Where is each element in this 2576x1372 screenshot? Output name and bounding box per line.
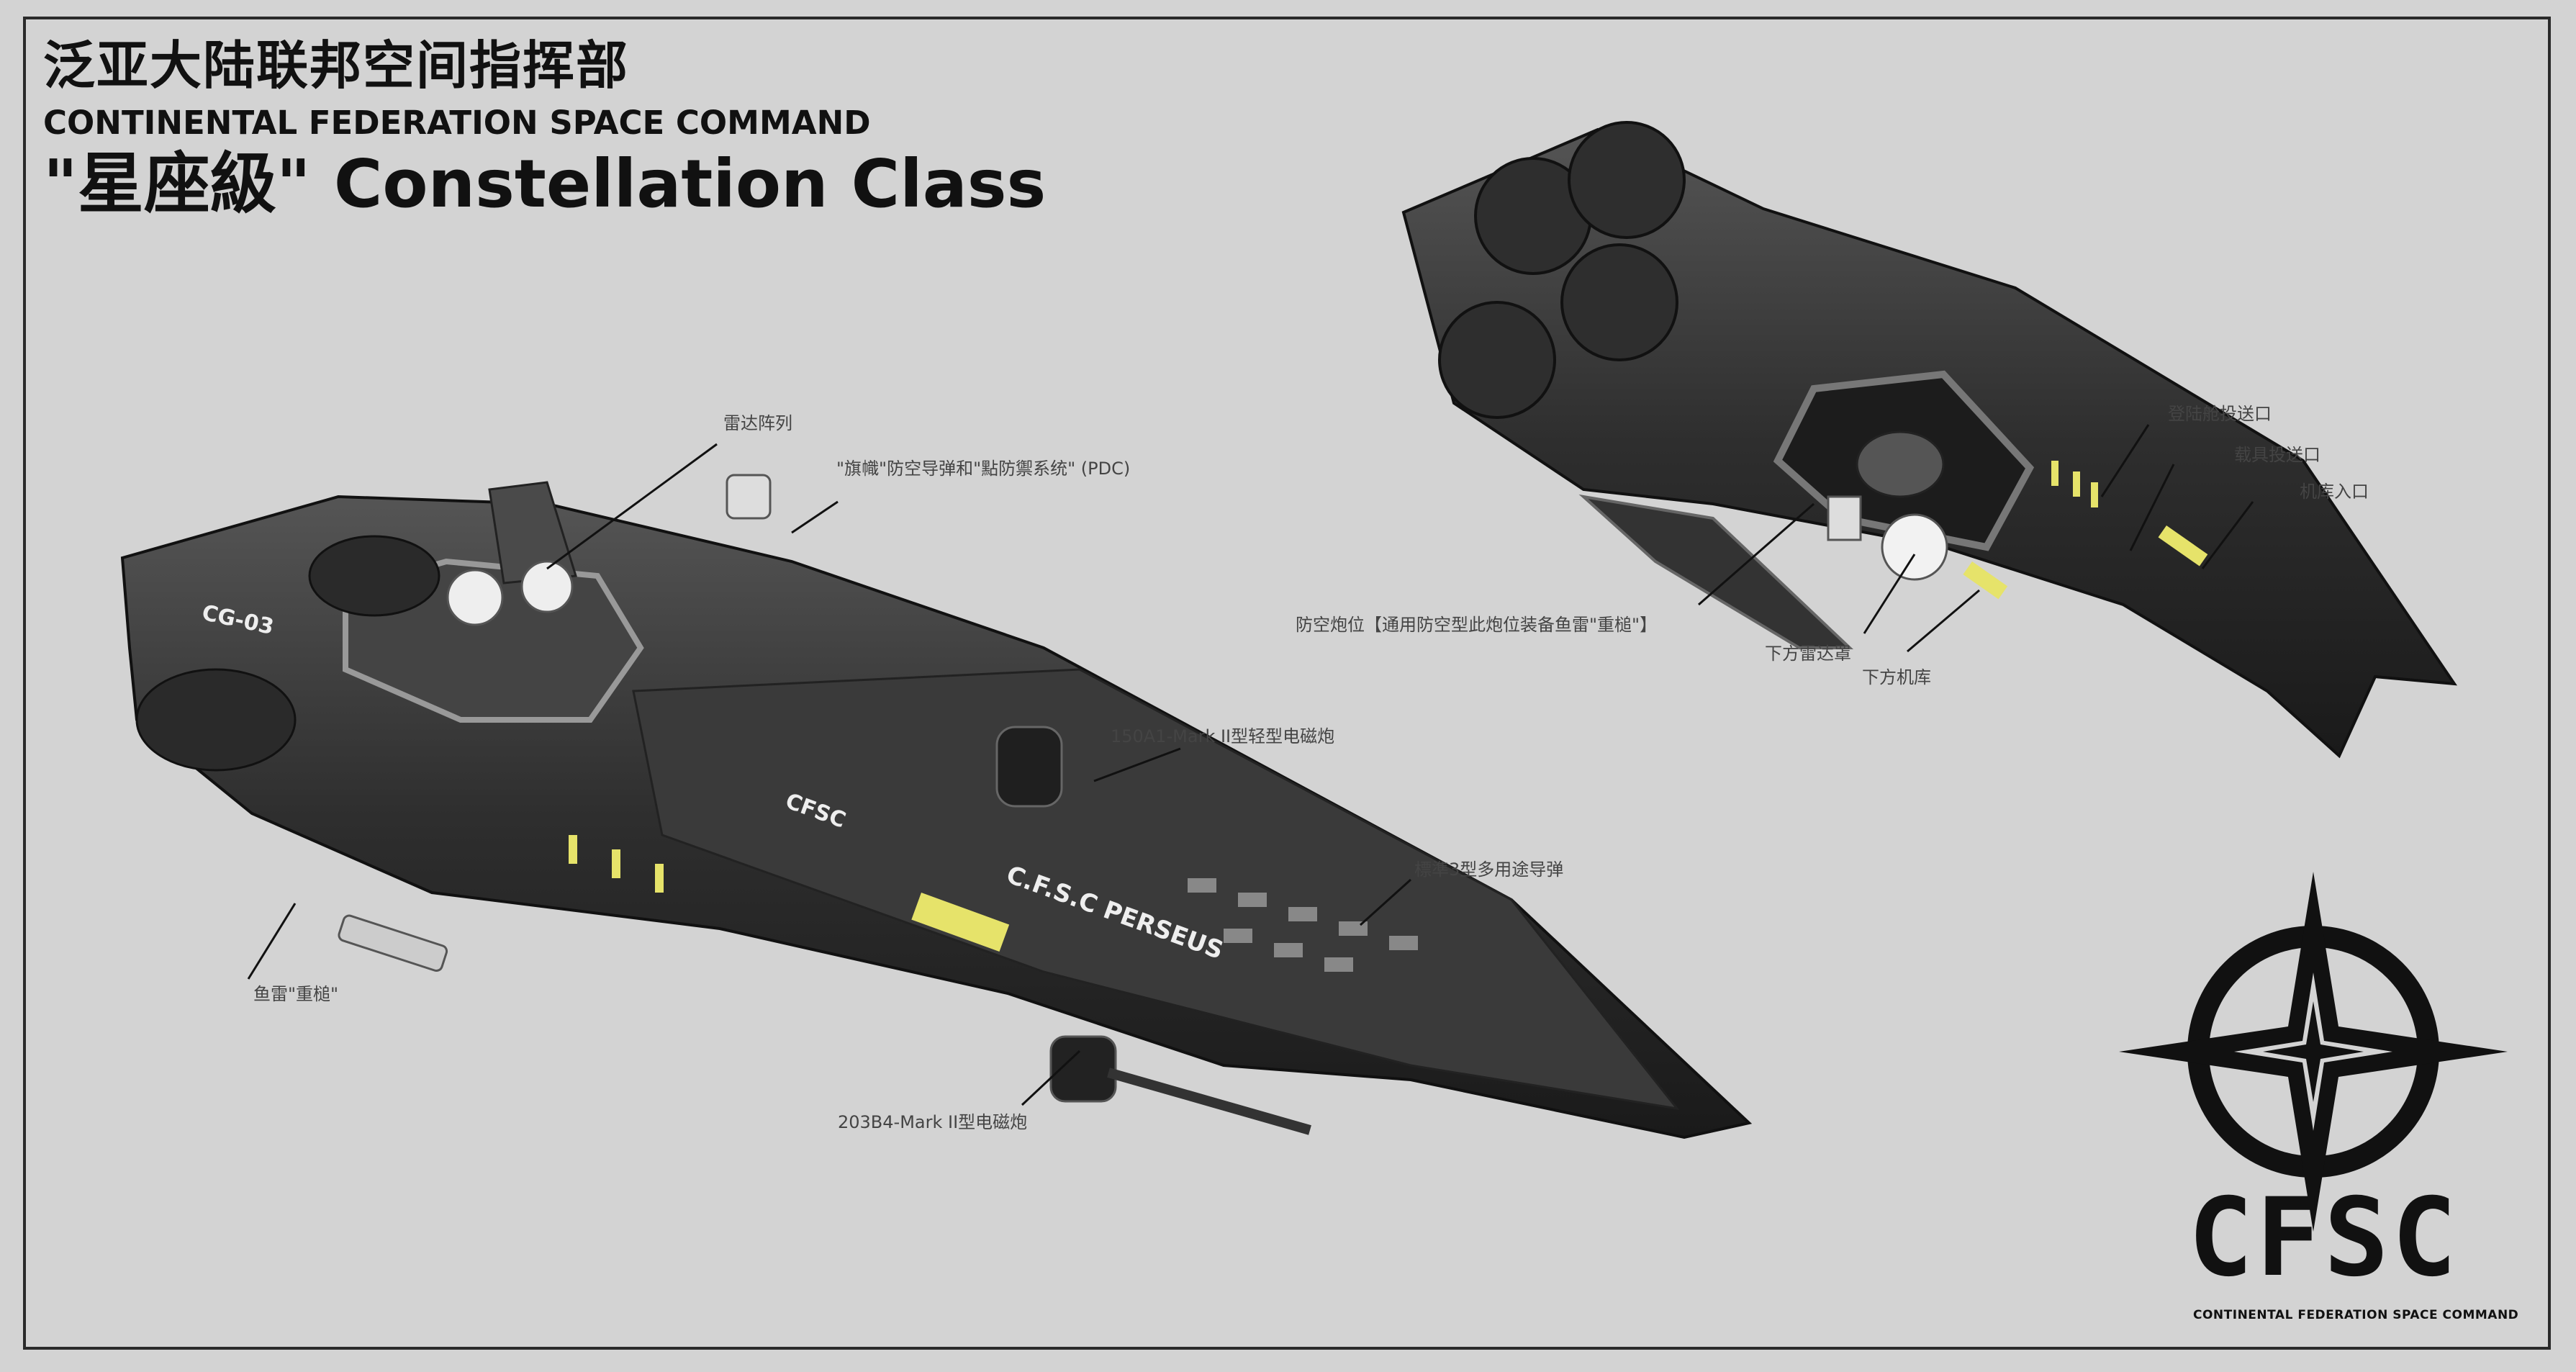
emblem-subtitle: CONTINENTAL FEDERATION SPACE COMMAND bbox=[2193, 1308, 2519, 1322]
label-lander-port: 登陆舱投送口 bbox=[2168, 404, 2272, 424]
leader-lines bbox=[247, 424, 2254, 1106]
label-torpedo: 鱼雷"重槌" bbox=[253, 984, 339, 1004]
title-english: CONTINENTAL FEDERATION SPACE COMMAND bbox=[43, 104, 871, 142]
label-radar-array: 雷达阵列 bbox=[723, 413, 792, 433]
label-pdc: "旗幟"防空导弹和"點防禦系统" (PDC) bbox=[836, 459, 1131, 479]
ship-upper-view bbox=[120, 474, 1753, 1139]
label-hangar-entrance: 机库入口 bbox=[2300, 482, 2369, 502]
label-lower-hangar: 下方机库 bbox=[1862, 667, 1931, 687]
label-aa-mount: 防空炮位【通用防空型此炮位装备鱼雷"重槌"】 bbox=[1296, 615, 1658, 635]
title-chinese: 泛亚大陆联邦空间指挥部 bbox=[43, 35, 630, 96]
label-lower-radome: 下方雷达罩 bbox=[1765, 644, 1851, 664]
page-frame bbox=[23, 17, 2551, 1350]
emblem-title: CFSC bbox=[2188, 1175, 2460, 1301]
label-missile: 標準3型多用途导弹 bbox=[1414, 859, 1564, 880]
ship-lower-view bbox=[1401, 121, 2458, 759]
label-light-railgun: 150A1-Mark II型轻型电磁炮 bbox=[1111, 726, 1335, 746]
cfsc-emblem-icon bbox=[2119, 872, 2508, 1232]
class-title: "星座級" Constellation Class bbox=[43, 145, 1047, 222]
label-vehicle-port: 载具投送口 bbox=[2234, 445, 2320, 465]
label-main-railgun: 203B4-Mark II型电磁炮 bbox=[838, 1112, 1028, 1132]
